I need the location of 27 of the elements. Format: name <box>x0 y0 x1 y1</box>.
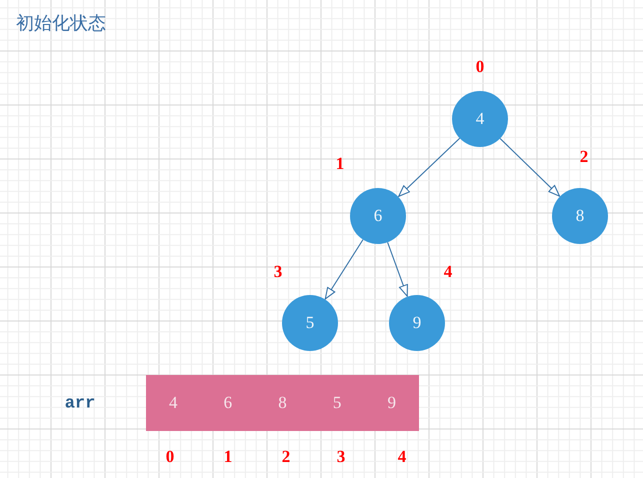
array-cell-value: 6 <box>222 392 234 414</box>
title: 初始化状态 <box>16 12 106 35</box>
tree-node-circle: 4 <box>452 91 508 147</box>
index-number: 0 <box>476 57 484 77</box>
array-cell-value: 8 <box>277 392 288 414</box>
index-number: 2 <box>580 147 588 167</box>
index-number: 1 <box>336 154 344 174</box>
tree-node-circle: 8 <box>552 188 608 244</box>
index-number: 0 <box>166 447 174 467</box>
arrow <box>500 138 560 197</box>
arrow <box>324 239 364 300</box>
index-number: 4 <box>444 262 452 282</box>
arrow <box>387 242 408 298</box>
tree-node-circle: 9 <box>389 295 445 351</box>
index-number: 4 <box>398 447 406 467</box>
tree-node-circle: 6 <box>350 188 406 244</box>
array-bar <box>146 375 419 431</box>
array-cell-value: 9 <box>386 392 397 414</box>
arrow <box>398 138 460 198</box>
array-cell-value: 4 <box>168 392 179 414</box>
array-name: arr <box>64 394 96 414</box>
index-number: 3 <box>336 447 346 467</box>
tree-node-circle: 5 <box>282 295 338 351</box>
index-number: 1 <box>224 447 232 467</box>
index-number: 2 <box>282 447 290 467</box>
array-cell-value: 5 <box>332 392 342 414</box>
index-number: 3 <box>274 262 282 282</box>
